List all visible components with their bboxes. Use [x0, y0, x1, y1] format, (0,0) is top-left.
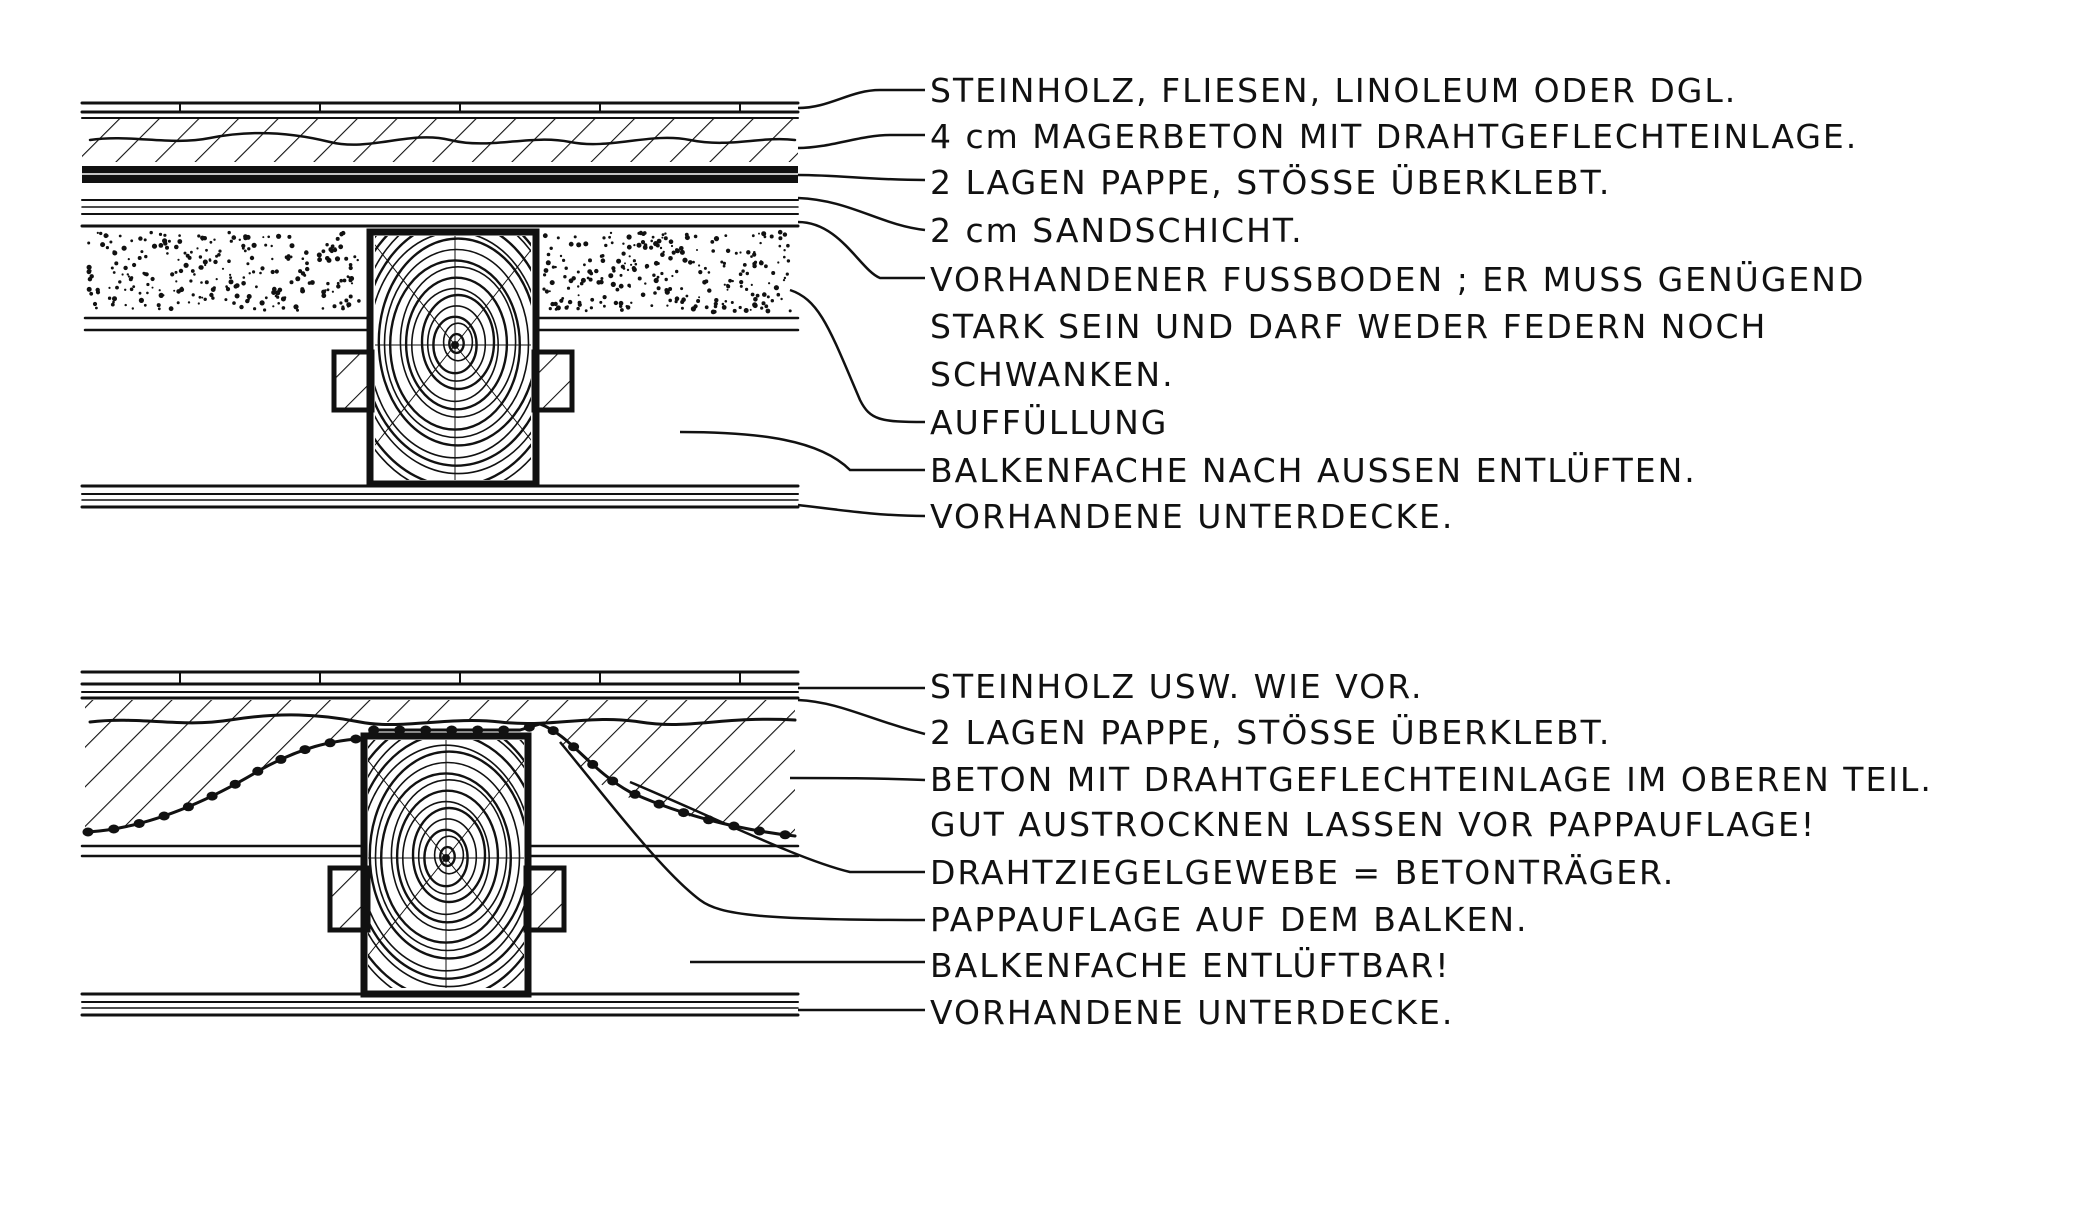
label-fill: AUFFÜLLUNG	[930, 402, 1168, 442]
leader-lines-bottom	[559, 686, 926, 1012]
label-covering: STEINHOLZ, FLIESEN, LINOLEUM ODER DGL.	[930, 71, 1737, 110]
fill-material	[86, 229, 792, 315]
labels-top: STEINHOLZ, FLIESEN, LINOLEUM ODER DGL. 4…	[930, 71, 1865, 536]
label-ceiling: VORHANDENE UNTERDECKE.	[930, 497, 1454, 536]
concrete-bottom-boards	[80, 844, 800, 858]
existing-ceiling-top	[80, 484, 800, 509]
diagram-top-section: STEINHOLZ, FLIESEN, LINOLEUM ODER DGL. 4…	[80, 71, 1865, 536]
existing-ceiling-bottom	[80, 992, 800, 1017]
roofing-felt-layer	[82, 166, 798, 183]
label-felt-2: 2 LAGEN PAPPE, STÖSSE ÜBERKLEBT.	[930, 712, 1611, 752]
label-felt-on-beam: PAPPAUFLAGE AUF DEM BALKEN.	[930, 900, 1529, 939]
label-sand: 2 cm SANDSCHICHT.	[930, 211, 1304, 250]
label-wire-mesh: DRAHTZIEGELGEWEBE = BETONTRÄGER.	[930, 853, 1675, 892]
wire-mesh-carrier	[82, 722, 797, 840]
label-covering-2: STEINHOLZ USW. WIE VOR.	[930, 667, 1423, 706]
label-felt: 2 LAGEN PAPPE, STÖSSE ÜBERKLEBT.	[930, 162, 1611, 202]
leader-lines-top	[679, 88, 926, 518]
label-ceiling-2: VORHANDENE UNTERDECKE.	[930, 993, 1454, 1032]
fill-bottom-boards	[83, 316, 800, 332]
diagram-bottom-section: STEINHOLZ USW. WIE VOR. 2 LAGEN PAPPE, S…	[80, 667, 1933, 1032]
label-existing-floor-3: SCHWANKEN.	[930, 355, 1175, 394]
sand-layer	[81, 199, 799, 215]
label-ventilation-2: BALKENFACHE ENTLÜFTBAR!	[930, 945, 1450, 985]
beam-top	[331, 228, 575, 488]
lean-concrete-layer	[81, 117, 799, 162]
label-drying: GUT AUSTROCKNEN LASSEN VOR PAPPAUFLAGE!	[930, 805, 1816, 844]
label-existing-floor-2: STARK SEIN UND DARF WEDER FEDERN NOCH	[930, 307, 1767, 346]
floor-covering-layer-2	[80, 670, 800, 700]
label-existing-floor-1: VORHANDENER FUSSBODEN ; ER MUSS GENÜGEND	[930, 259, 1865, 299]
label-concrete: BETON MIT DRAHTGEFLECHTEINLAGE IM OBEREN…	[930, 760, 1933, 799]
label-ventilation: BALKENFACHE NACH AUSSEN ENTLÜFTEN.	[930, 450, 1697, 490]
floor-covering-layer	[80, 101, 800, 114]
label-lean-concrete: 4 cm MAGERBETON MIT DRAHTGEFLECHTEINLAGE…	[930, 117, 1858, 156]
beam-bottom	[327, 732, 567, 998]
labels-bottom: STEINHOLZ USW. WIE VOR. 2 LAGEN PAPPE, S…	[930, 667, 1933, 1032]
